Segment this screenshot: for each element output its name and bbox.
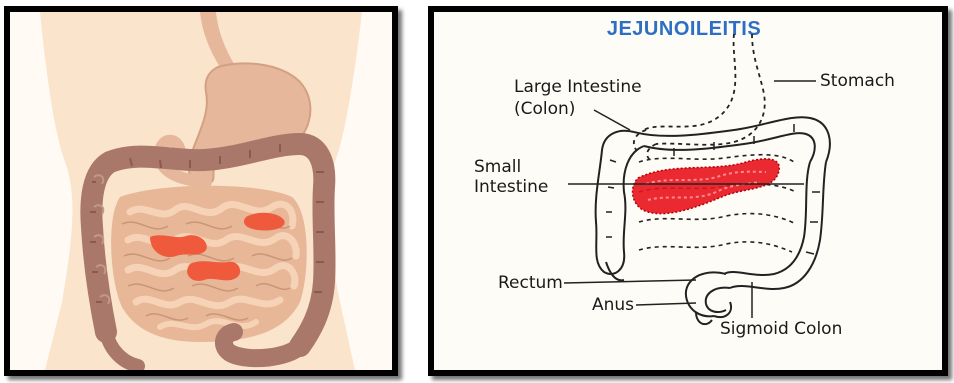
jejunoileitis-diagram-panel: JEJUNOILEITIS — [428, 6, 948, 376]
label-large-intestine-line2: (Colon) — [514, 99, 575, 119]
label-small-intestine-line1: Small — [474, 157, 521, 177]
abdomen-illustration — [10, 12, 392, 370]
abdomen-illustration-panel — [4, 6, 398, 376]
label-small-intestine-line2: Intestine — [474, 177, 548, 197]
label-rectum: Rectum — [498, 273, 563, 293]
label-anus: Anus — [592, 295, 634, 315]
diagram-title: JEJUNOILEITIS — [607, 18, 761, 40]
label-stomach: Stomach — [820, 71, 895, 91]
label-large-intestine-line1: Large Intestine — [514, 77, 642, 97]
jejunoileitis-diagram: JEJUNOILEITIS — [434, 12, 942, 370]
label-sigmoid-colon: Sigmoid Colon — [720, 319, 842, 339]
inflamed-segment-center — [187, 261, 240, 281]
